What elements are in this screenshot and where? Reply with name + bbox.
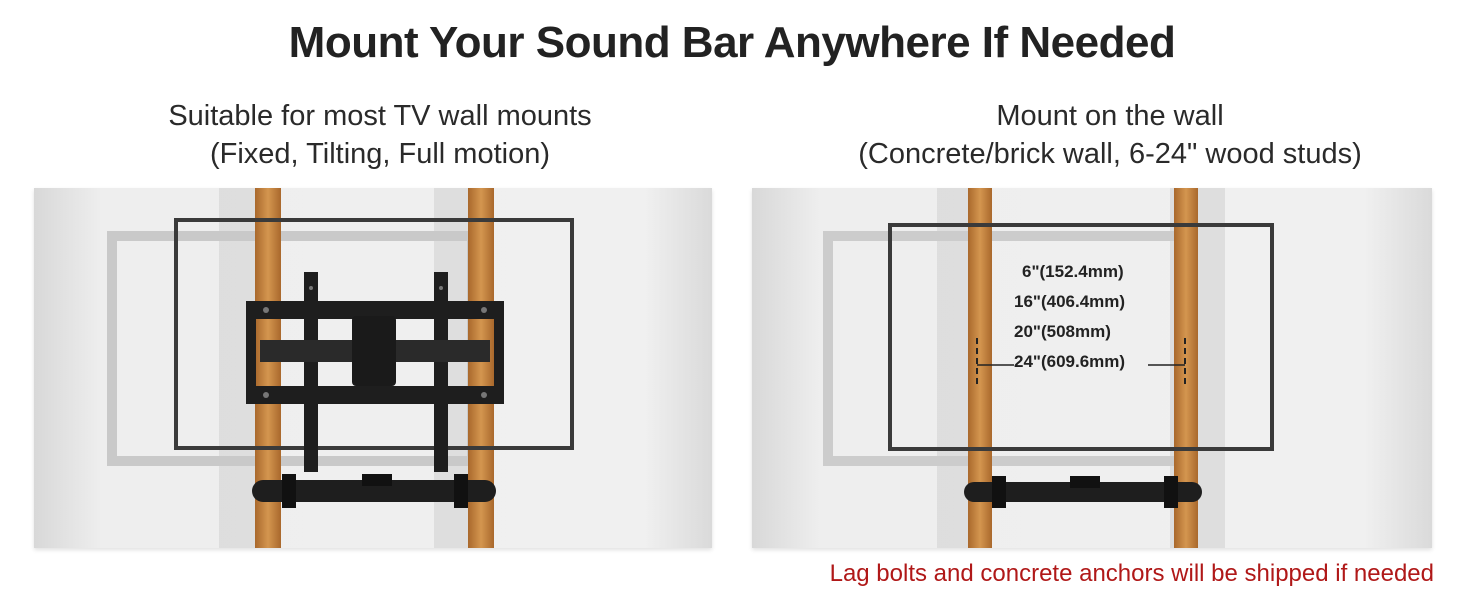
measurement-6in: 6"(152.4mm)	[1022, 262, 1124, 281]
wall-plate-bottom	[246, 386, 504, 404]
measurement-20in: 20"(508mm)	[1014, 322, 1111, 341]
sound-bar-bracket	[964, 482, 1202, 502]
page-title: Mount Your Sound Bar Anywhere If Needed	[288, 18, 1176, 67]
tv-outline	[888, 223, 1274, 451]
tv-mount-scene	[107, 188, 574, 548]
center-bracket	[352, 316, 396, 386]
tv-shadow	[823, 231, 1193, 466]
left-heading-line2: (Fixed, Tilting, Full motion)	[209, 138, 551, 170]
measurement-24in: 24"(609.6mm)	[1014, 352, 1126, 371]
wall-mount-scene	[823, 188, 1274, 548]
wall-plate-top	[246, 301, 504, 319]
vesa-rail-right	[434, 272, 448, 472]
right-heading-line1: Mount on the wall	[996, 100, 1224, 132]
tv-outline	[174, 218, 574, 450]
wall-mount-illustration: 6"(152.4mm) 16"(406.4mm) 20"(508mm) 24"(…	[752, 188, 1432, 548]
shipping-note: Lag bolts and concrete anchors will be s…	[829, 560, 1434, 587]
measurement-16in: 16"(406.4mm)	[1014, 292, 1126, 311]
left-heading: Suitable for most TV wall mounts (Fixed,…	[30, 97, 730, 173]
right-heading: Mount on the wall (Concrete/brick wall, …	[745, 97, 1464, 173]
left-heading-line1: Suitable for most TV wall mounts	[168, 100, 592, 132]
tv-mount-illustration	[34, 188, 712, 548]
right-heading-line2: (Concrete/brick wall, 6-24" wood studs)	[858, 138, 1362, 170]
sound-bar-bracket	[252, 480, 496, 502]
vesa-rail-left	[304, 272, 318, 472]
